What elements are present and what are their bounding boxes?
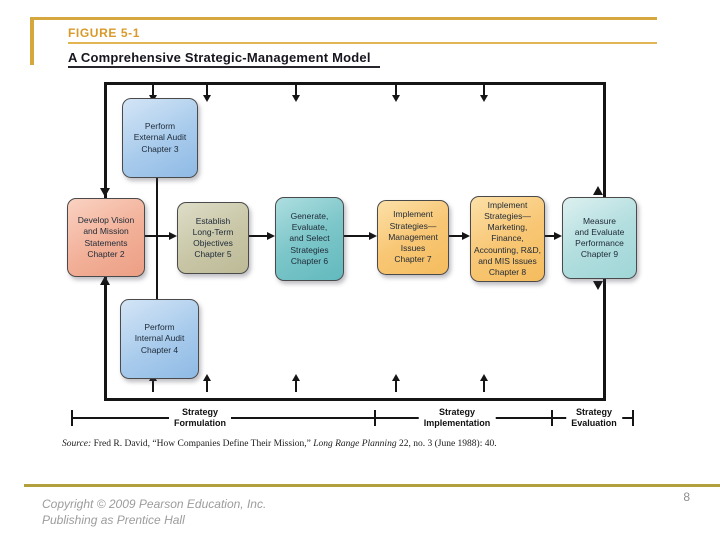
source-journal: Long Range Planning	[313, 439, 397, 449]
box-develop-vision-mission: Develop Vision and Mission Statements Ch…	[67, 198, 145, 277]
slide-title-rule	[68, 66, 380, 68]
connector-arrow-right-icon	[462, 232, 470, 240]
box-label: Establish Long-Term Objectives Chapter 5	[192, 215, 234, 260]
slide-title: A Comprehensive Strategic-Management Mod…	[68, 50, 371, 65]
feedback-arrow-up-icon	[392, 374, 400, 392]
stage-bracket-tick	[374, 410, 376, 426]
box-label: Generate, Evaluate, and Select Strategie…	[289, 210, 330, 266]
connector-arrow-right-icon	[369, 232, 377, 240]
box-implement-functional: Implement Strategies— Marketing, Finance…	[470, 196, 545, 282]
footer-accent-line	[24, 484, 720, 487]
box-label: Implement Strategies— Management Issues …	[388, 209, 438, 265]
feedback-arrow-down-icon	[292, 85, 300, 102]
box-perform-internal-audit: Perform Internal Audit Chapter 4	[120, 299, 199, 379]
box-generate-strategies: Generate, Evaluate, and Select Strategie…	[275, 197, 344, 281]
stage-label-formulation: Strategy Formulation	[169, 406, 231, 430]
box-implement-management: Implement Strategies— Management Issues …	[377, 200, 449, 275]
header-accent-line	[30, 17, 657, 20]
feedback-arrow-down-icon	[149, 85, 157, 102]
feedback-arrow-down-icon	[203, 85, 211, 102]
connector-line	[143, 235, 170, 237]
source-prefix: Source:	[62, 439, 92, 449]
copyright-notice: Copyright © 2009 Pearson Education, Inc.…	[42, 497, 267, 527]
box-measure-performance: Measure and Evaluate Performance Chapter…	[562, 197, 637, 279]
source-suffix: 22, no. 3 (June 1988): 40.	[396, 439, 497, 449]
page-number: 8	[683, 490, 690, 504]
source-citation: Source: Fred R. David, “How Companies De…	[62, 439, 497, 449]
connector-line	[543, 235, 555, 237]
box-label: Perform Internal Audit Chapter 4	[134, 322, 185, 355]
box-label: Perform External Audit Chapter 3	[133, 121, 187, 154]
stage-bracket-tick	[632, 410, 634, 426]
connector-line	[247, 235, 268, 237]
box-perform-external-audit: Perform External Audit Chapter 3	[122, 98, 198, 178]
feedback-arrow-down-icon	[480, 85, 488, 102]
arrow-into-vision-bottom-icon	[100, 276, 110, 285]
stage-label-evaluation: Strategy Evaluation	[566, 406, 622, 430]
feedback-arrow-up-icon	[480, 374, 488, 392]
stage-bracket-tick	[71, 410, 73, 426]
header-accent-bar	[30, 17, 34, 65]
arrow-into-vision-top-icon	[100, 188, 110, 197]
stage-bracket-tick	[551, 410, 553, 426]
box-label: Implement Strategies— Marketing, Finance…	[473, 199, 542, 278]
connector-arrow-right-icon	[554, 232, 562, 240]
arrow-from-measure-bottom-icon	[593, 281, 603, 290]
figure-label: FIGURE 5-1	[68, 26, 141, 40]
connector-line	[342, 235, 370, 237]
box-label: Develop Vision and Mission Statements Ch…	[77, 215, 135, 259]
connector-line	[447, 235, 463, 237]
feedback-arrow-up-icon	[203, 374, 211, 392]
audit-connector-line	[156, 176, 158, 299]
connector-arrow-right-icon	[169, 232, 177, 240]
box-establish-objectives: Establish Long-Term Objectives Chapter 5	[177, 202, 249, 274]
source-text: Fred R. David, “How Companies Define The…	[91, 439, 314, 449]
arrow-from-measure-top-icon	[593, 186, 603, 195]
feedback-arrow-up-icon	[149, 374, 157, 392]
connector-arrow-right-icon	[267, 232, 275, 240]
feedback-arrow-down-icon	[392, 85, 400, 102]
figure-label-rule	[68, 42, 657, 44]
box-label: Measure and Evaluate Performance Chapter…	[574, 215, 625, 260]
stage-bracket-line	[72, 417, 633, 419]
feedback-arrow-up-icon	[292, 374, 300, 392]
stage-label-implementation: Strategy Implementation	[418, 406, 496, 430]
